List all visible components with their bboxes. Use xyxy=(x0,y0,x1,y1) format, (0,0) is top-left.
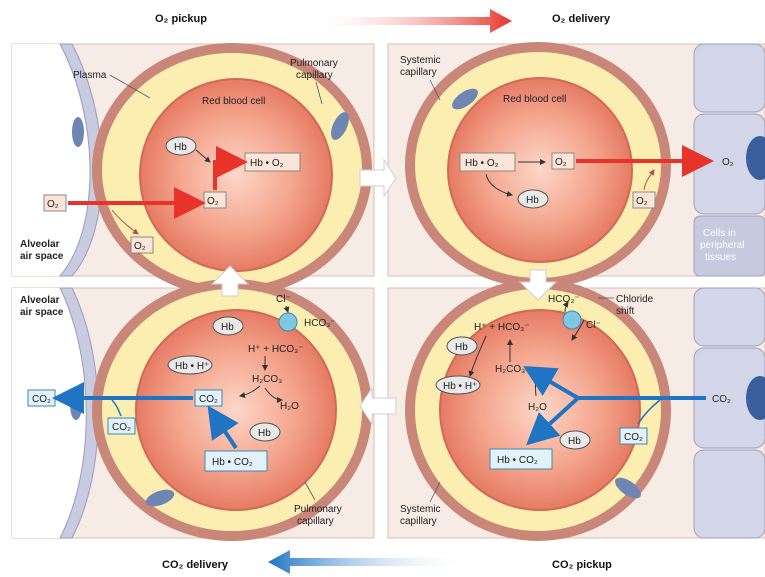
o2-pickup-label: O₂ pickup xyxy=(155,13,207,25)
cl-label: Cl⁻ xyxy=(276,294,291,305)
co2-pickup-label: CO₂ pickup xyxy=(552,559,612,571)
pulmonary-capillary-label-2: capillary xyxy=(296,70,333,81)
hbco2-label: Hb • CO₂ xyxy=(212,457,253,468)
o2-flow-arrow xyxy=(305,9,512,33)
h2co3-label: H₂CO₃ xyxy=(495,364,525,375)
h2co3-label: H₂CO₃ xyxy=(252,374,282,385)
systemic-capillary-label-1: Systemic xyxy=(400,55,441,66)
hbco2-label: Hb • CO₂ xyxy=(497,455,538,466)
hb-label: Hb xyxy=(455,342,468,353)
hb-h-label: Hb • H⁺ xyxy=(175,361,209,372)
red-blood-cell xyxy=(136,310,336,510)
h2o-label: H₂O xyxy=(528,402,547,413)
co2-label: CO₂ xyxy=(624,432,643,443)
plasma-label: Plasma xyxy=(73,70,107,81)
o2-label: O₂ xyxy=(47,199,59,210)
co2-delivery-label: CO₂ delivery xyxy=(162,559,229,571)
co2-label: CO₂ xyxy=(712,394,731,405)
hbo2-label: Hb • O₂ xyxy=(465,158,499,169)
alveolar-air-space-label-2: air space xyxy=(20,307,64,318)
pulmonary-capillary-label-1: Pulmonary xyxy=(290,58,338,69)
hb-label: Hb xyxy=(221,322,234,333)
alveolar-nucleus xyxy=(72,117,84,147)
hb-label: Hb xyxy=(568,436,581,447)
o2-label: O₂ xyxy=(207,196,219,207)
o2-label: O₂ xyxy=(636,196,648,207)
red-blood-cell xyxy=(140,79,332,271)
chloride-channel xyxy=(279,313,297,331)
systemic-capillary-label-1: Systemic xyxy=(400,504,441,515)
pulmonary-capillary-label-2: capillary xyxy=(297,516,334,527)
tissue-cells-bottom xyxy=(694,288,765,538)
alveolar-air-space-label-1: Alveolar xyxy=(20,295,60,306)
co2-flow-arrow xyxy=(268,550,470,574)
o2-label: O₂ xyxy=(134,241,146,252)
h-hco3-label: H⁺ + HCO₃⁻ xyxy=(248,344,303,355)
alveolar-air-space-label-2: air space xyxy=(20,251,64,262)
o2-delivery-label: O₂ delivery xyxy=(552,13,611,25)
o2-label: O₂ xyxy=(555,157,567,168)
cells-label-2: peripheral xyxy=(700,240,744,251)
hb-label: Hb xyxy=(258,428,271,439)
hb-label: Hb xyxy=(174,142,187,153)
h-hco3-label: H⁺ + HCO₃⁻ xyxy=(474,322,529,333)
red-blood-cell-label: Red blood cell xyxy=(503,94,566,105)
cells-label-3: tissues xyxy=(705,252,736,263)
cl-label: Cl⁻ xyxy=(586,320,601,331)
co2-label: CO₂ xyxy=(112,422,131,433)
chloride-shift-label-2: shift xyxy=(616,306,635,317)
o2-label: O₂ xyxy=(722,157,734,168)
alveolar-air-space-label-1: Alveolar xyxy=(20,239,60,250)
red-blood-cell-label: Red blood cell xyxy=(202,96,265,107)
pulmonary-capillary-label-1: Pulmonary xyxy=(294,504,342,515)
chloride-channel xyxy=(563,311,581,329)
chloride-shift-label-1: Chloride xyxy=(616,294,654,305)
hco3-label: HCO₃⁻ xyxy=(548,294,580,305)
hb-h-label: Hb • H⁺ xyxy=(443,381,477,392)
alveolar-nucleus xyxy=(70,390,82,420)
cells-label-1: Cells in xyxy=(703,228,736,239)
systemic-capillary-label-2: capillary xyxy=(400,67,437,78)
co2-label: CO₂ xyxy=(32,394,51,405)
co2-label: CO₂ xyxy=(199,394,218,405)
hco3-label: HCO₃⁻ xyxy=(304,318,336,329)
hb-label: Hb xyxy=(526,195,539,206)
systemic-capillary-label-2: capillary xyxy=(400,516,437,527)
h2o-label: H₂O xyxy=(280,401,299,412)
hbo2-label: Hb • O₂ xyxy=(250,158,284,169)
